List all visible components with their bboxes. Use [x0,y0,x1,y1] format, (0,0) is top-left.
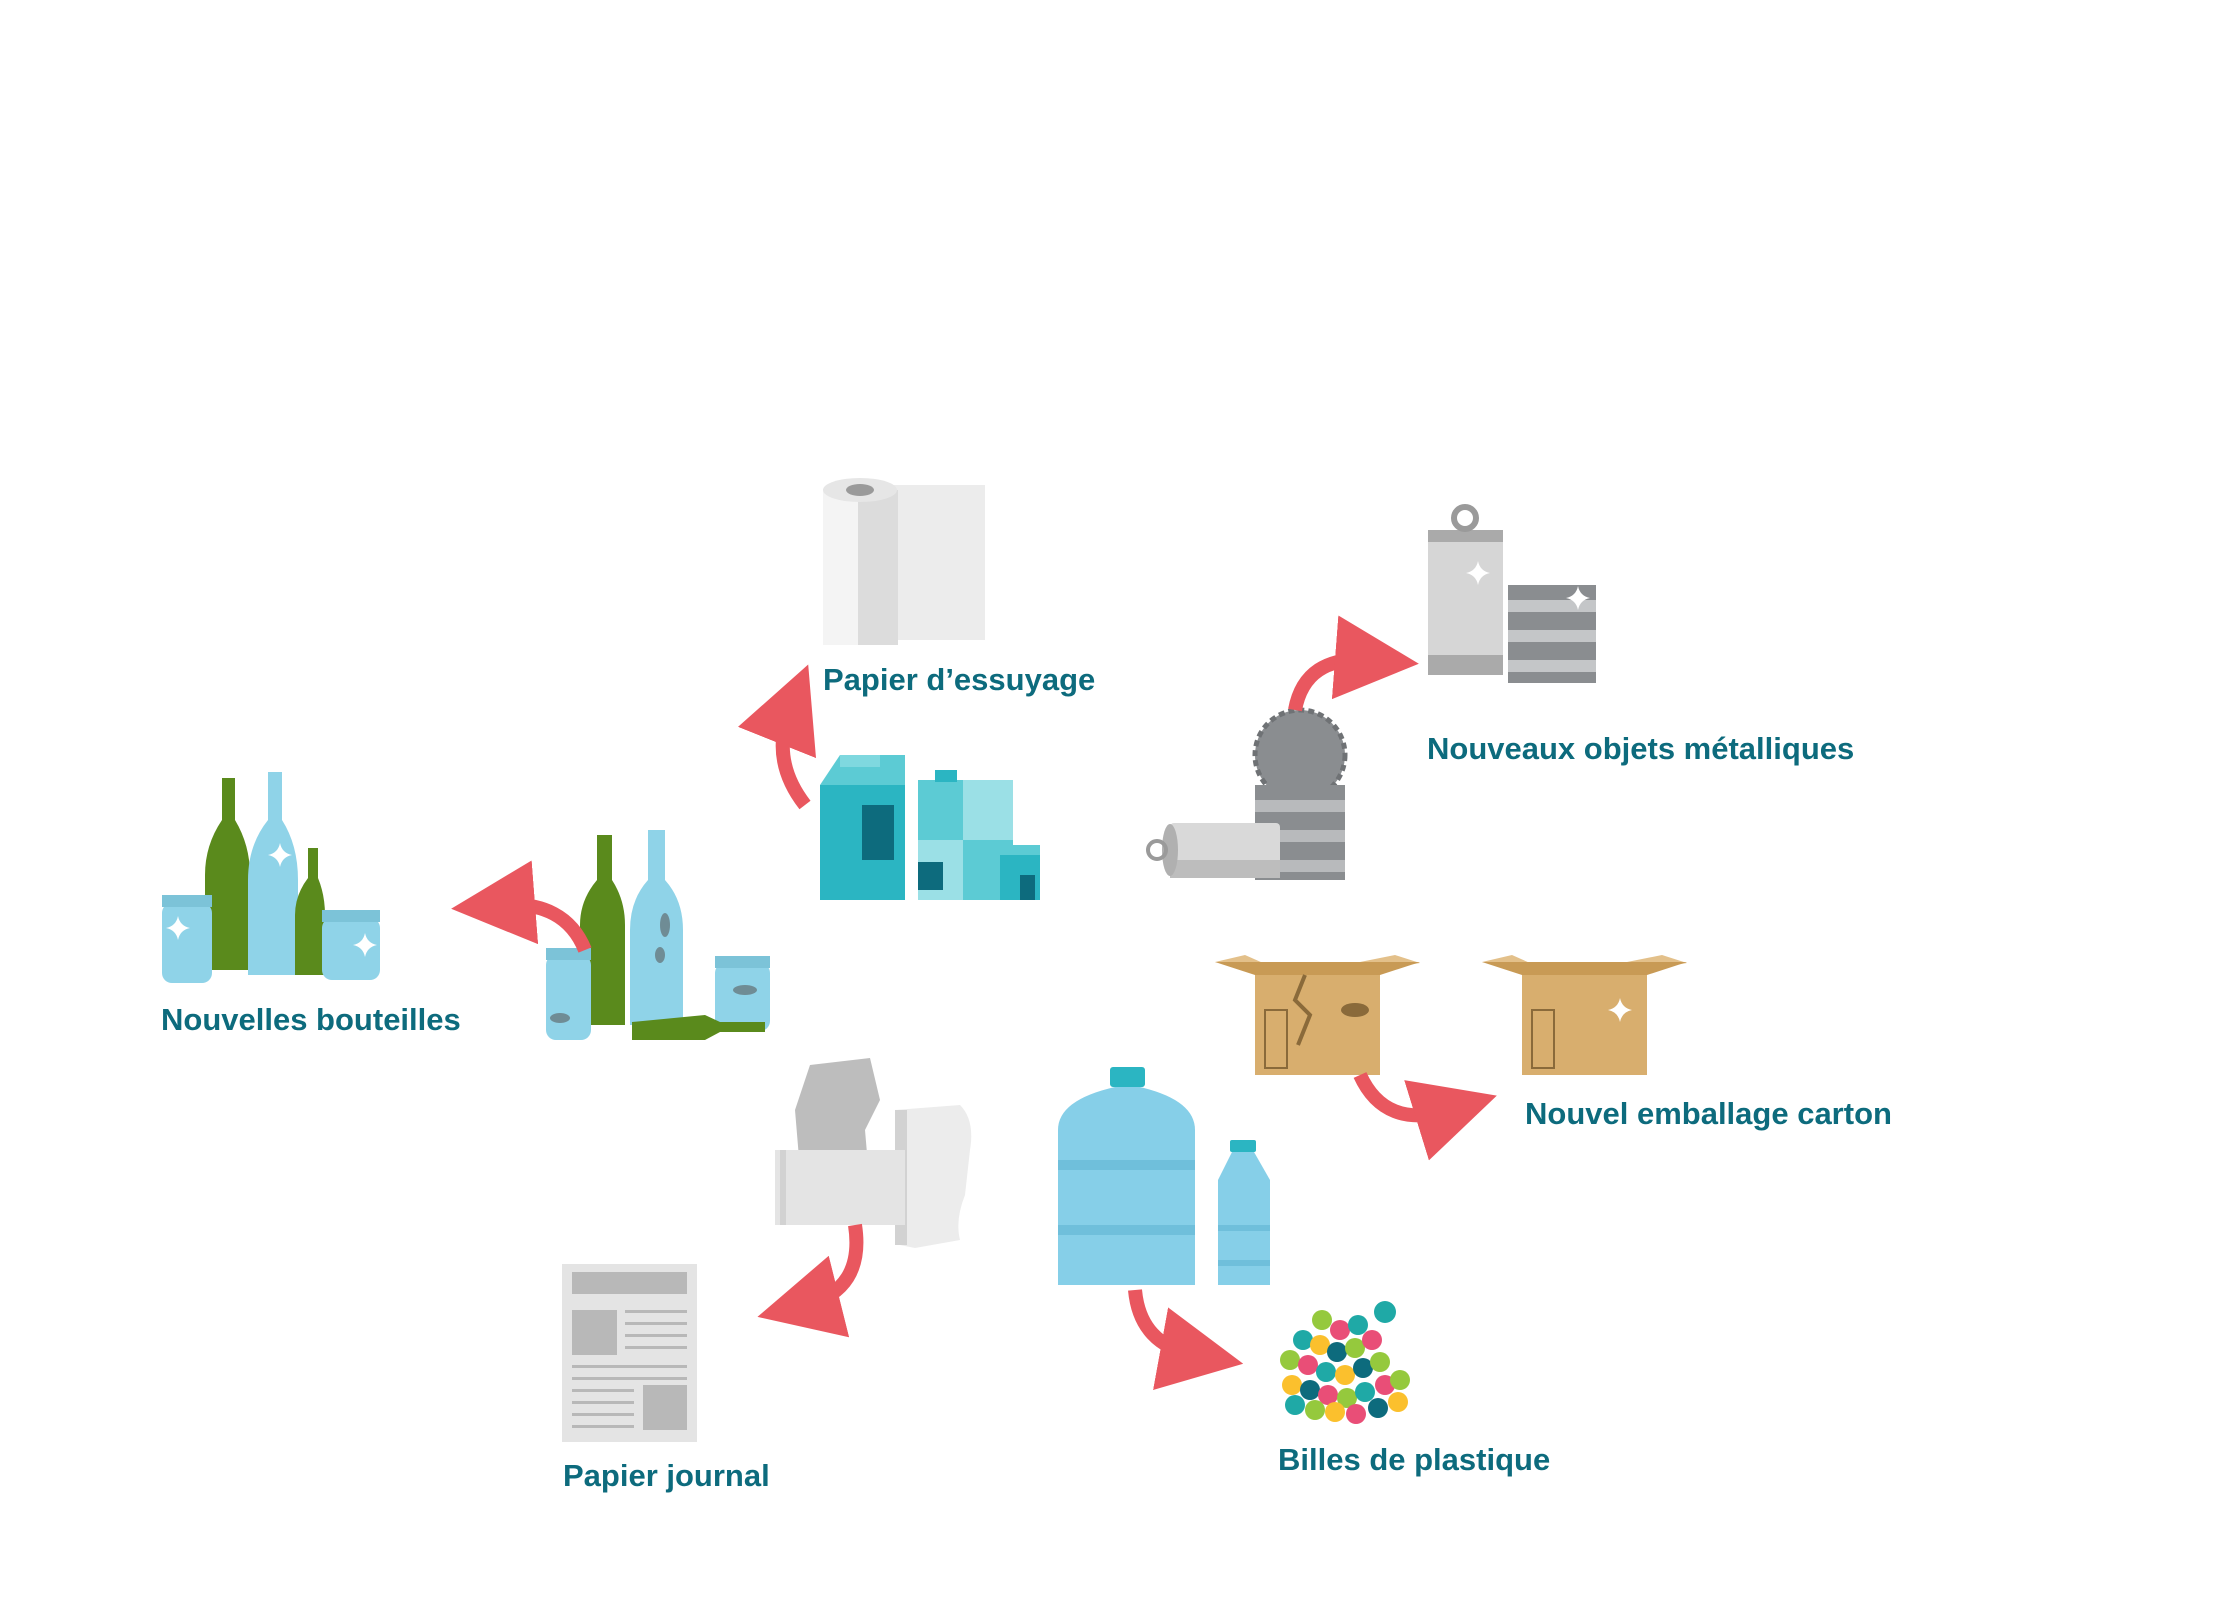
label-newspaper: Papier journal [563,1458,770,1493]
label-paper-towel: Papier d’essuyage [823,662,1096,697]
label-metal: Nouveaux objets métalliques [1427,731,1855,766]
milk-carton-icon [820,755,1040,900]
label-cardboard: Nouvel emballage carton [1525,1096,1892,1131]
arrow-icon [738,664,817,810]
arrow-icon [1128,1289,1244,1391]
arrow-icon [451,860,592,953]
plastic-bottles-icon [1058,1067,1270,1285]
arrow-icon [757,1223,864,1338]
arrow-icon [1353,1071,1497,1161]
new-cardboard-box-icon [1482,955,1687,1075]
plastic-beads-icon [1280,1301,1410,1424]
scrap-paper-icon [775,1058,972,1248]
newspaper-icon [562,1264,697,1442]
glass-bottles-icon [546,830,770,1040]
arrow-icon [1288,615,1419,712]
label-bottles: Nouvelles bouteilles [161,1002,461,1037]
metal-cans-icon [1146,707,1348,880]
new-glass-bottles-icon [162,772,380,983]
cardboard-box-icon [1215,955,1420,1075]
paper-towel-roll-icon [823,478,985,645]
new-metal-cans-icon [1428,504,1596,683]
label-plastic-beads: Billes de plastique [1278,1442,1551,1477]
